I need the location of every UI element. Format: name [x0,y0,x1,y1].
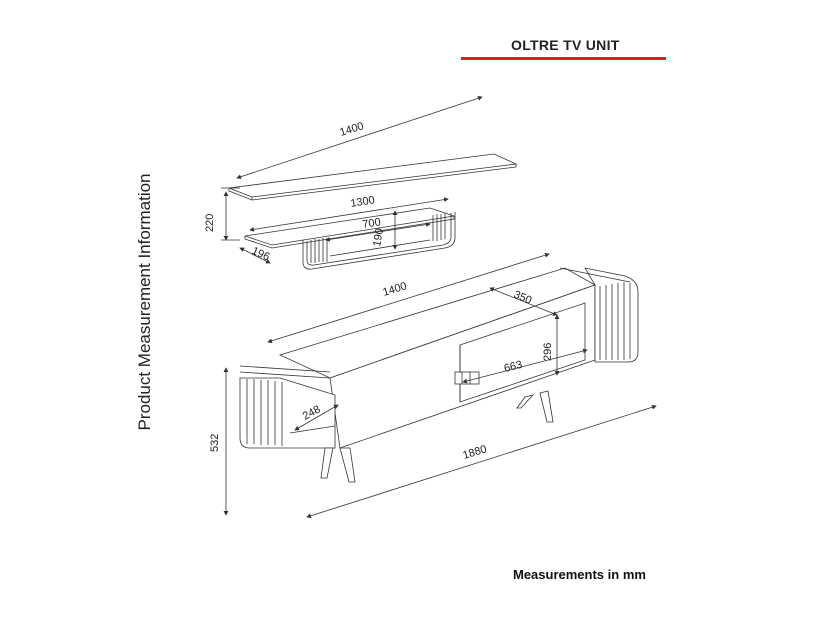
dim-shelf-depth: 196 [250,245,272,264]
dim-unit-top-length: 1400 [381,280,408,299]
dim-shelf-box-height: 190 [371,227,386,247]
tv-unit-drawing [239,267,639,483]
unit-left-slats [239,365,336,449]
dim-shelf-length: 1400 [338,120,365,139]
dim-unit-inner-width: 663 [503,359,524,375]
dim-shelf-box-width: 700 [362,216,382,231]
wall-shelf-drawing [228,153,518,270]
unit-right-slats [559,267,639,363]
title-underline [461,57,666,60]
dim-shelf-height: 220 [204,214,216,232]
dim-unit-drawer-height: 296 [542,343,554,361]
dim-unit-height: 532 [209,434,221,452]
dim-shelf-inner-length: 1300 [350,194,376,210]
units-note: Measurements in mm [513,567,646,582]
page-title: OLTRE TV UNIT [511,37,620,53]
dim-unit-total-length: 1880 [461,443,488,462]
